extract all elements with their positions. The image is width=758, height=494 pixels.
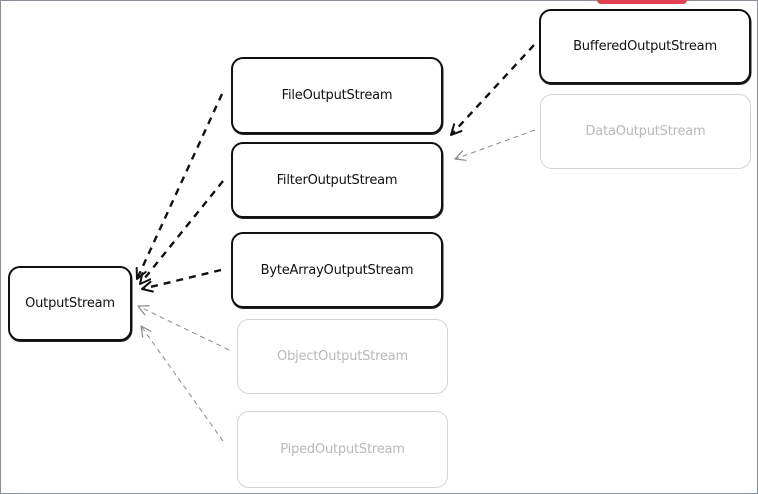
- node-file-output-stream: FileOutputStream: [231, 57, 443, 134]
- arrow-piped-to-output: [140, 325, 224, 442]
- top-accent-tab: [597, 0, 687, 4]
- node-byte-array-output-stream-label: ByteArrayOutputStream: [260, 262, 414, 278]
- node-object-output-stream: ObjectOutputStream: [237, 319, 448, 394]
- arrow-buffered-to-filter: [450, 44, 535, 136]
- node-byte-array-output-stream: ByteArrayOutputStream: [231, 232, 443, 308]
- node-piped-output-stream-label: PipedOutputStream: [280, 442, 405, 457]
- arrow-object-to-output: [137, 305, 230, 351]
- arrow-file-to-output: [135, 93, 224, 280]
- node-object-output-stream-label: ObjectOutputStream: [277, 349, 408, 364]
- node-file-output-stream-label: FileOutputStream: [281, 88, 393, 103]
- arrow-bytearray-to-output: [141, 268, 222, 293]
- node-data-output-stream-label: DataOutputStream: [585, 124, 706, 139]
- node-filter-output-stream-label: FilterOutputStream: [276, 172, 398, 188]
- node-buffered-output-stream: BufferedOutputStream: [539, 9, 751, 84]
- node-output-stream-label: OutputStream: [25, 296, 115, 311]
- arrow-filter-to-output: [139, 180, 224, 285]
- node-piped-output-stream: PipedOutputStream: [237, 411, 448, 488]
- node-filter-output-stream: FilterOutputStream: [231, 142, 443, 218]
- node-data-output-stream: DataOutputStream: [540, 94, 751, 169]
- arrow-data-to-filter: [454, 129, 536, 161]
- node-buffered-output-stream-label: BufferedOutputStream: [573, 39, 717, 54]
- node-output-stream: OutputStream: [8, 266, 132, 341]
